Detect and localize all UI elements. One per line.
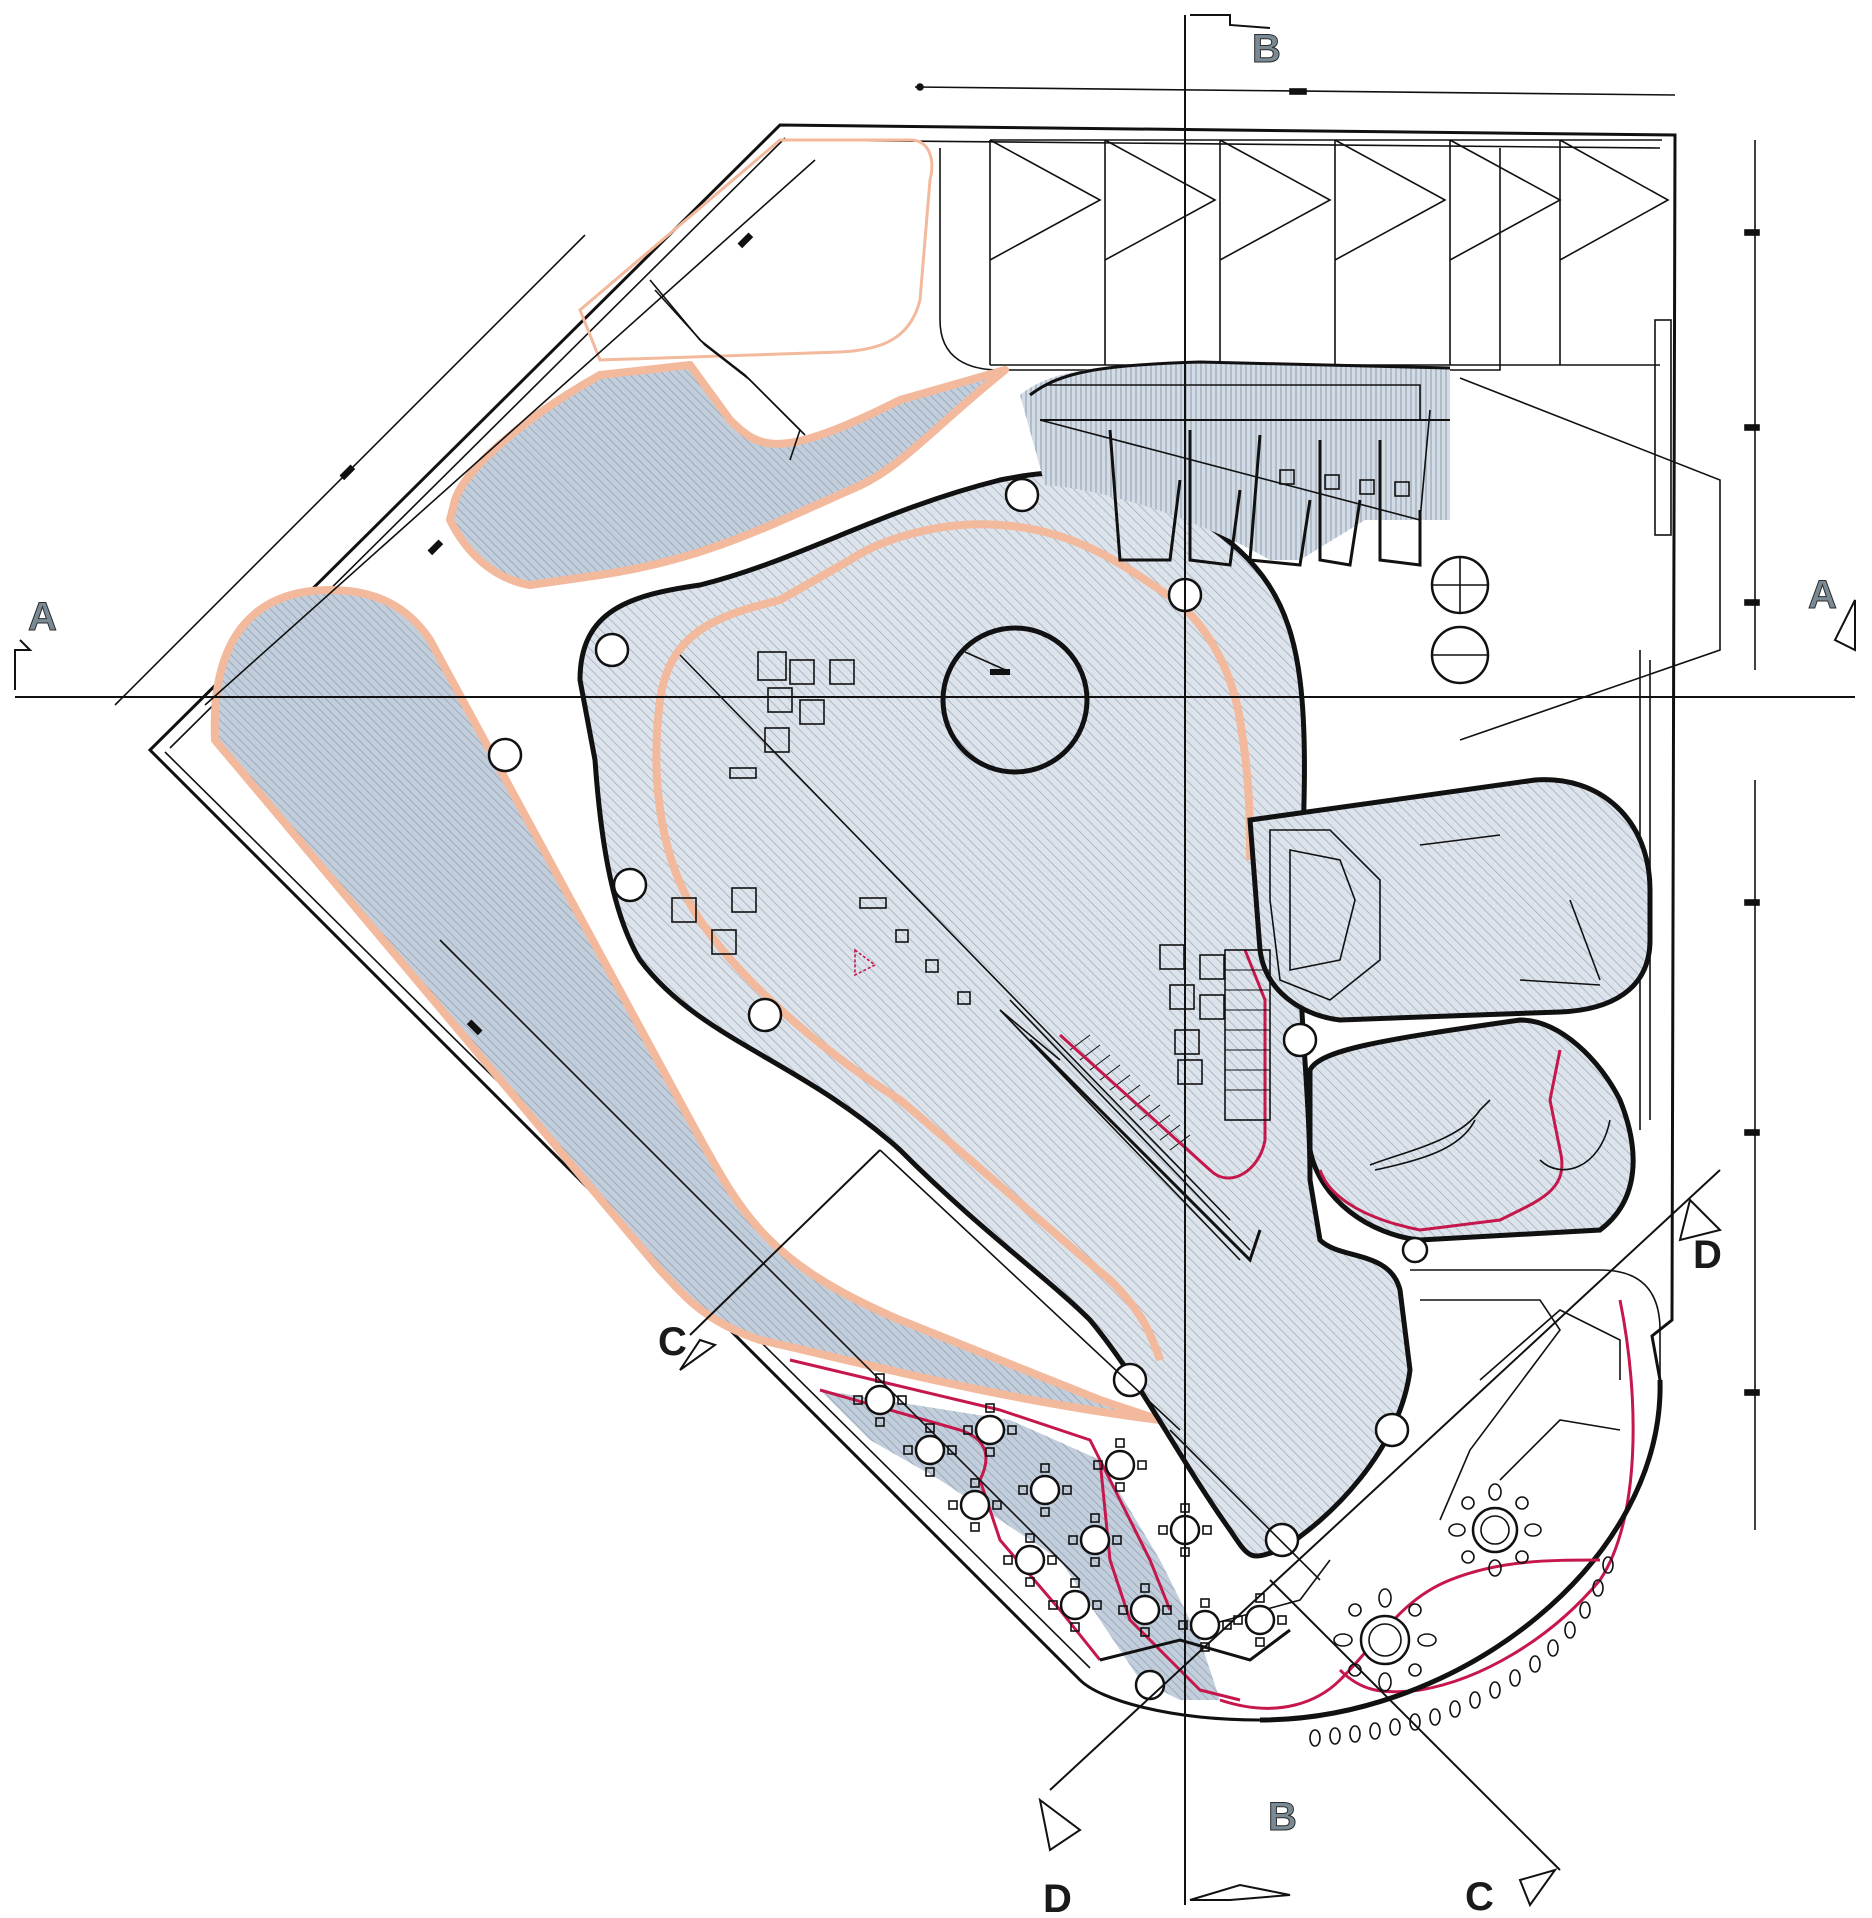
pod-middle	[1307, 1017, 1636, 1243]
section-cut-b	[1184, 14, 1291, 1905]
curved-bench-seats	[1309, 1556, 1614, 1747]
section-label-a-right: A	[1808, 573, 1838, 618]
main-building-mass	[577, 469, 1413, 1559]
columns	[487, 477, 1429, 1558]
svg-text:A: A	[1808, 573, 1837, 617]
parking-area	[989, 139, 1670, 366]
section-cut-a	[14, 599, 1856, 698]
svg-text:D: D	[1693, 1233, 1722, 1277]
landscape-strip-left	[210, 586, 1164, 1424]
section-label-b-top: B	[1252, 27, 1282, 72]
round-table-large-2	[1448, 1483, 1542, 1577]
svg-text:B: B	[1252, 27, 1281, 71]
staircase-main	[999, 949, 1267, 1263]
round-table-large-1	[1333, 1588, 1437, 1692]
section-label-c-left: C	[658, 1320, 687, 1364]
lower-right-wing	[1259, 1269, 1663, 1723]
right-annex	[1430, 319, 1721, 1130]
svg-text:B: B	[1268, 1795, 1297, 1839]
staircase-secondary	[1224, 949, 1271, 1121]
svg-text:C: C	[658, 1320, 687, 1364]
section-label-b-bottom: B	[1268, 1795, 1298, 1840]
bay-row	[1108, 429, 1422, 567]
section-label-d-right: D	[1693, 1233, 1722, 1277]
upper-terrace	[1020, 360, 1451, 567]
landscape-zone-upper	[446, 138, 1009, 589]
section-label-c-right: C	[1465, 1875, 1494, 1918]
svg-text:C: C	[1465, 1875, 1494, 1918]
section-label-a-left: A	[28, 595, 58, 640]
section-cut-c	[679, 1149, 1561, 1908]
table-set	[853, 1373, 1287, 1701]
svg-text:A: A	[28, 595, 57, 639]
structural-diagonals	[679, 654, 1321, 1581]
section-cut-d	[1038, 1169, 1722, 1852]
pod-upper	[1247, 777, 1653, 1023]
hall-furniture	[671, 651, 1225, 1085]
svg-text:D: D	[1043, 1877, 1072, 1918]
dimension-lines	[114, 83, 1760, 1581]
section-label-d-bottom: D	[1043, 1877, 1072, 1918]
